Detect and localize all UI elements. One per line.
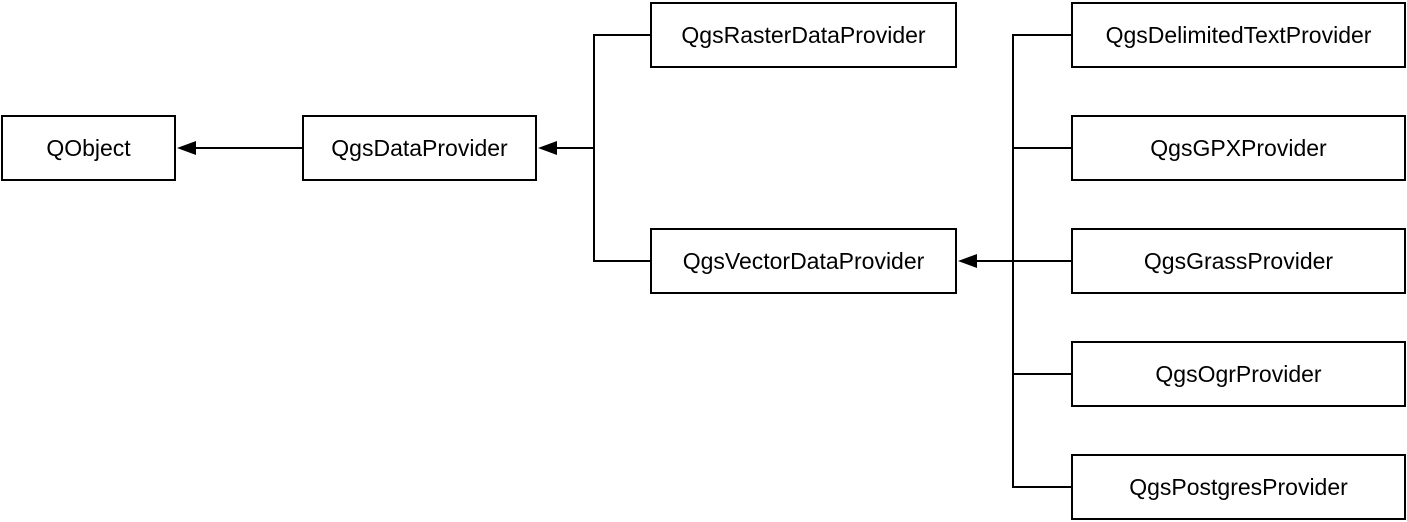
class-name-label: QObject [46,134,131,161]
class-name-label: QgsRasterDataProvider [681,21,926,48]
class-name-label: QgsGrassProvider [1143,247,1334,274]
class-name-label: QgsGPXProvider [1150,134,1327,161]
class-name-label: QgsPostgresProvider [1129,473,1348,500]
arrowhead-into-dataprovider [538,141,557,155]
node-qgsrasterdataprovider: QgsRasterDataProvider [650,2,957,68]
node-qgsgrassprovider: QgsGrassProvider [1071,228,1406,294]
class-name-label: QgsOgrProvider [1155,360,1322,387]
node-qgsdataprovider: QgsDataProvider [302,115,537,181]
class-name-label: QgsDataProvider [331,134,508,161]
class-name-label: QgsDelimitedTextProvider [1105,21,1372,48]
node-qgsgpxprovider: QgsGPXProvider [1071,115,1406,181]
node-qgsvectordataprovider: QgsVectorDataProvider [650,228,957,294]
edge-raster-vector-trunk [593,34,650,262]
arrowhead-into-qobject [177,141,196,155]
node-qgsogrprovider: QgsOgrProvider [1071,341,1406,407]
node-qgspostgresprovider: QgsPostgresProvider [1071,454,1406,520]
class-name-label: QgsVectorDataProvider [682,247,925,274]
arrowhead-into-vectorprovider [958,254,977,268]
node-qobject: QObject [1,115,176,181]
node-qgsdelimitedtextprovider: QgsDelimitedTextProvider [1071,2,1406,68]
